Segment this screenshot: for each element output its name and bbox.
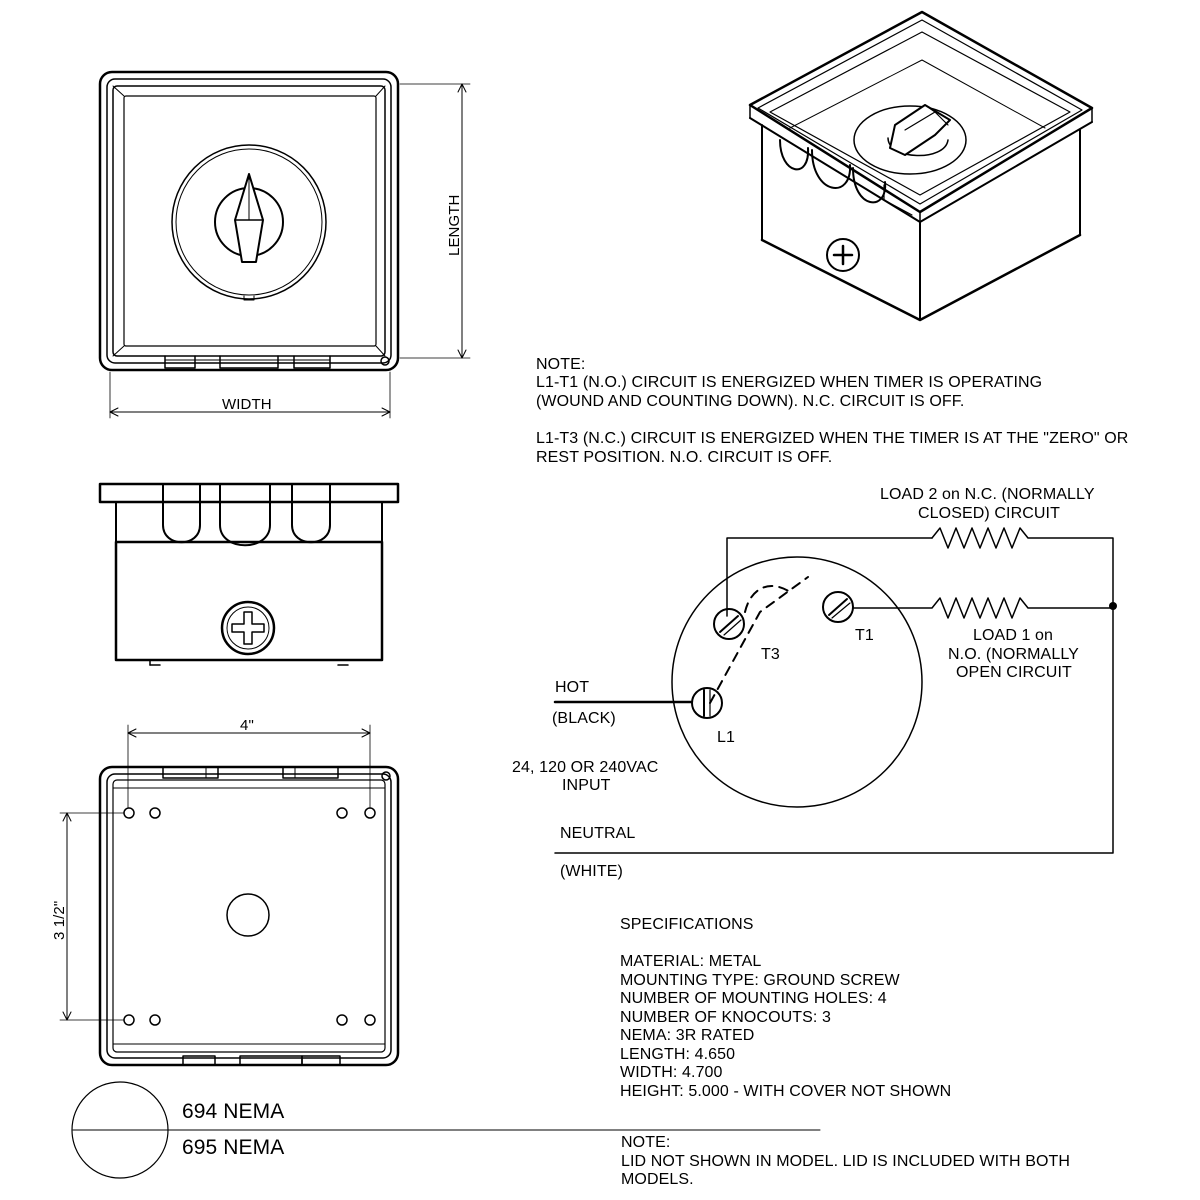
neutral-color-label: (WHITE) xyxy=(560,863,623,880)
wiring-diagram xyxy=(553,527,1117,854)
mount-height-label: 3 1/2" xyxy=(51,900,68,940)
model-legend xyxy=(71,1081,821,1179)
side-view xyxy=(98,482,400,666)
spec-mounting-holes: NUMBER OF MOUNTING HOLES: 4 xyxy=(620,990,887,1007)
spec-knockouts: NUMBER OF KNOCOUTS: 3 xyxy=(620,1009,832,1026)
spec-width: WIDTH: 4.700 xyxy=(620,1064,723,1081)
mount-width-dimension xyxy=(127,724,371,809)
spec-material: MATERIAL: METAL xyxy=(620,953,762,970)
specifications-heading: SPECIFICATIONS xyxy=(620,916,754,933)
hot-color-label: (BLACK) xyxy=(552,710,616,727)
load1-label-line1: LOAD 1 on xyxy=(973,627,1054,644)
spec-mounting-type: MOUNTING TYPE: GROUND SCREW xyxy=(620,972,900,989)
width-dimension xyxy=(109,371,391,419)
load2-label-line2: CLOSED) CIRCUIT xyxy=(918,505,1060,522)
note-top-line1: L1-T1 (N.O.) CIRCUIT IS ENERGIZED WHEN T… xyxy=(536,374,1043,391)
top-view xyxy=(98,70,400,372)
note-top-line3: L1-T3 (N.C.) CIRCUIT IS ENERGIZED WHEN T… xyxy=(536,430,1129,447)
model-694: 694 NEMA xyxy=(182,1100,285,1123)
neutral-label: NEUTRAL xyxy=(560,825,636,842)
model-695: 695 NEMA xyxy=(182,1136,285,1159)
hot-label: HOT xyxy=(555,679,590,696)
input-label-line1: 24, 120 OR 240VAC xyxy=(512,759,659,776)
load1-label-line2: N.O. (NORMALLY xyxy=(948,646,1079,663)
note-top-line4: REST POSITION. N.O. CIRCUIT IS OFF. xyxy=(536,449,833,466)
bottom-view xyxy=(98,765,400,1067)
spec-height: HEIGHT: 5.000 - WITH COVER NOT SHOWN xyxy=(620,1083,952,1100)
input-label-line2: INPUT xyxy=(562,777,611,794)
note-bottom-line2: MODELS. xyxy=(621,1171,694,1188)
note-top-line2: (WOUND AND COUNTING DOWN). N.C. CIRCUIT … xyxy=(536,393,965,410)
spec-length: LENGTH: 4.650 xyxy=(620,1046,736,1063)
note-bottom-line1: LID NOT SHOWN IN MODEL. LID IS INCLUDED … xyxy=(621,1153,1071,1170)
load1-label-line3: OPEN CIRCUIT xyxy=(956,664,1072,681)
width-label: WIDTH xyxy=(222,396,272,413)
load2-label-line1: LOAD 2 on N.C. (NORMALLY xyxy=(880,486,1095,503)
mount-width-label: 4" xyxy=(240,717,254,734)
isometric-view xyxy=(748,10,1094,322)
length-dimension xyxy=(399,83,471,359)
terminal-t1-label: T1 xyxy=(855,627,874,644)
note-top-heading: NOTE: xyxy=(536,356,586,373)
terminal-t3-label: T3 xyxy=(761,646,780,663)
note-bottom-heading: NOTE: xyxy=(621,1134,671,1151)
length-label: LENGTH xyxy=(446,194,463,256)
spec-nema: NEMA: 3R RATED xyxy=(620,1027,755,1044)
mount-height-dimension xyxy=(59,812,125,1021)
terminal-l1-label: L1 xyxy=(717,729,735,746)
